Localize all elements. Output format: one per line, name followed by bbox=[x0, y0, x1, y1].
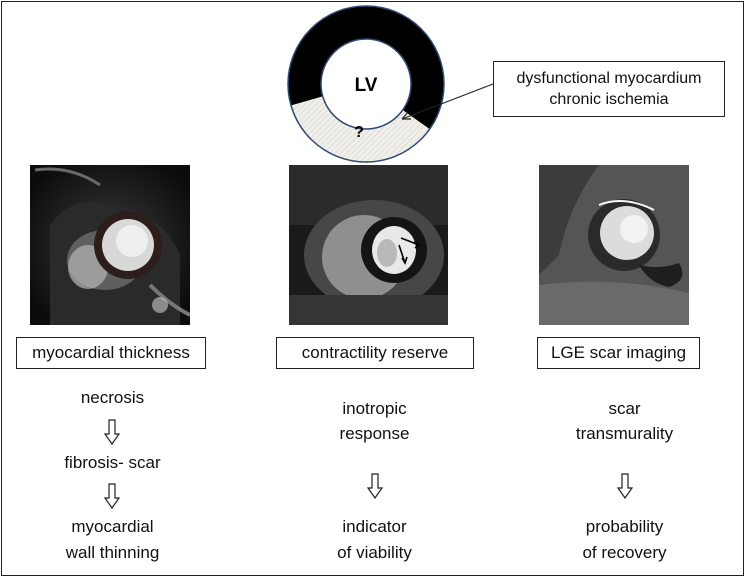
callout-line-1: dysfunctional myocardium bbox=[516, 70, 702, 87]
lge-mri-image bbox=[539, 165, 697, 325]
col3-result-line2: of recovery bbox=[582, 543, 667, 562]
down-arrow-icon bbox=[104, 483, 120, 509]
col1-step2: fibrosis- scar bbox=[64, 453, 161, 472]
myocardial-thickness-box: myocardial thickness bbox=[16, 337, 206, 369]
down-arrow-icon bbox=[617, 473, 633, 499]
contractility-reserve-box: contractility reserve bbox=[276, 337, 474, 369]
lv-label: LV bbox=[355, 75, 378, 96]
dobutamine-mri-image bbox=[289, 165, 448, 325]
col3-result-line1: probability bbox=[585, 517, 664, 536]
col3-step1-line2: transmurality bbox=[575, 424, 674, 443]
col1-result-line1: myocardial bbox=[71, 517, 154, 536]
callout-box: dysfunctional myocardium chronic ischemi… bbox=[493, 61, 725, 117]
col2-step1-line2: response bbox=[339, 424, 410, 443]
lv-ring-diagram: LV ? bbox=[287, 5, 445, 163]
lge-scar-imaging-box: LGE scar imaging bbox=[537, 337, 700, 369]
col1-result-line2: wall thinning bbox=[65, 543, 160, 562]
col2-result-line1: indicator bbox=[342, 517, 407, 536]
col1-step1: necrosis bbox=[80, 388, 145, 407]
cine-mri-image bbox=[30, 165, 190, 325]
col2-step1-line1: inotropic bbox=[342, 399, 407, 418]
col3-step1-line1: scar bbox=[608, 399, 641, 418]
col2-result-line2: of viability bbox=[337, 543, 412, 562]
segment-question-label: ? bbox=[354, 124, 364, 141]
down-arrow-icon bbox=[104, 419, 120, 445]
callout-line-2: chronic ischemia bbox=[549, 91, 669, 108]
down-arrow-icon bbox=[367, 473, 383, 499]
